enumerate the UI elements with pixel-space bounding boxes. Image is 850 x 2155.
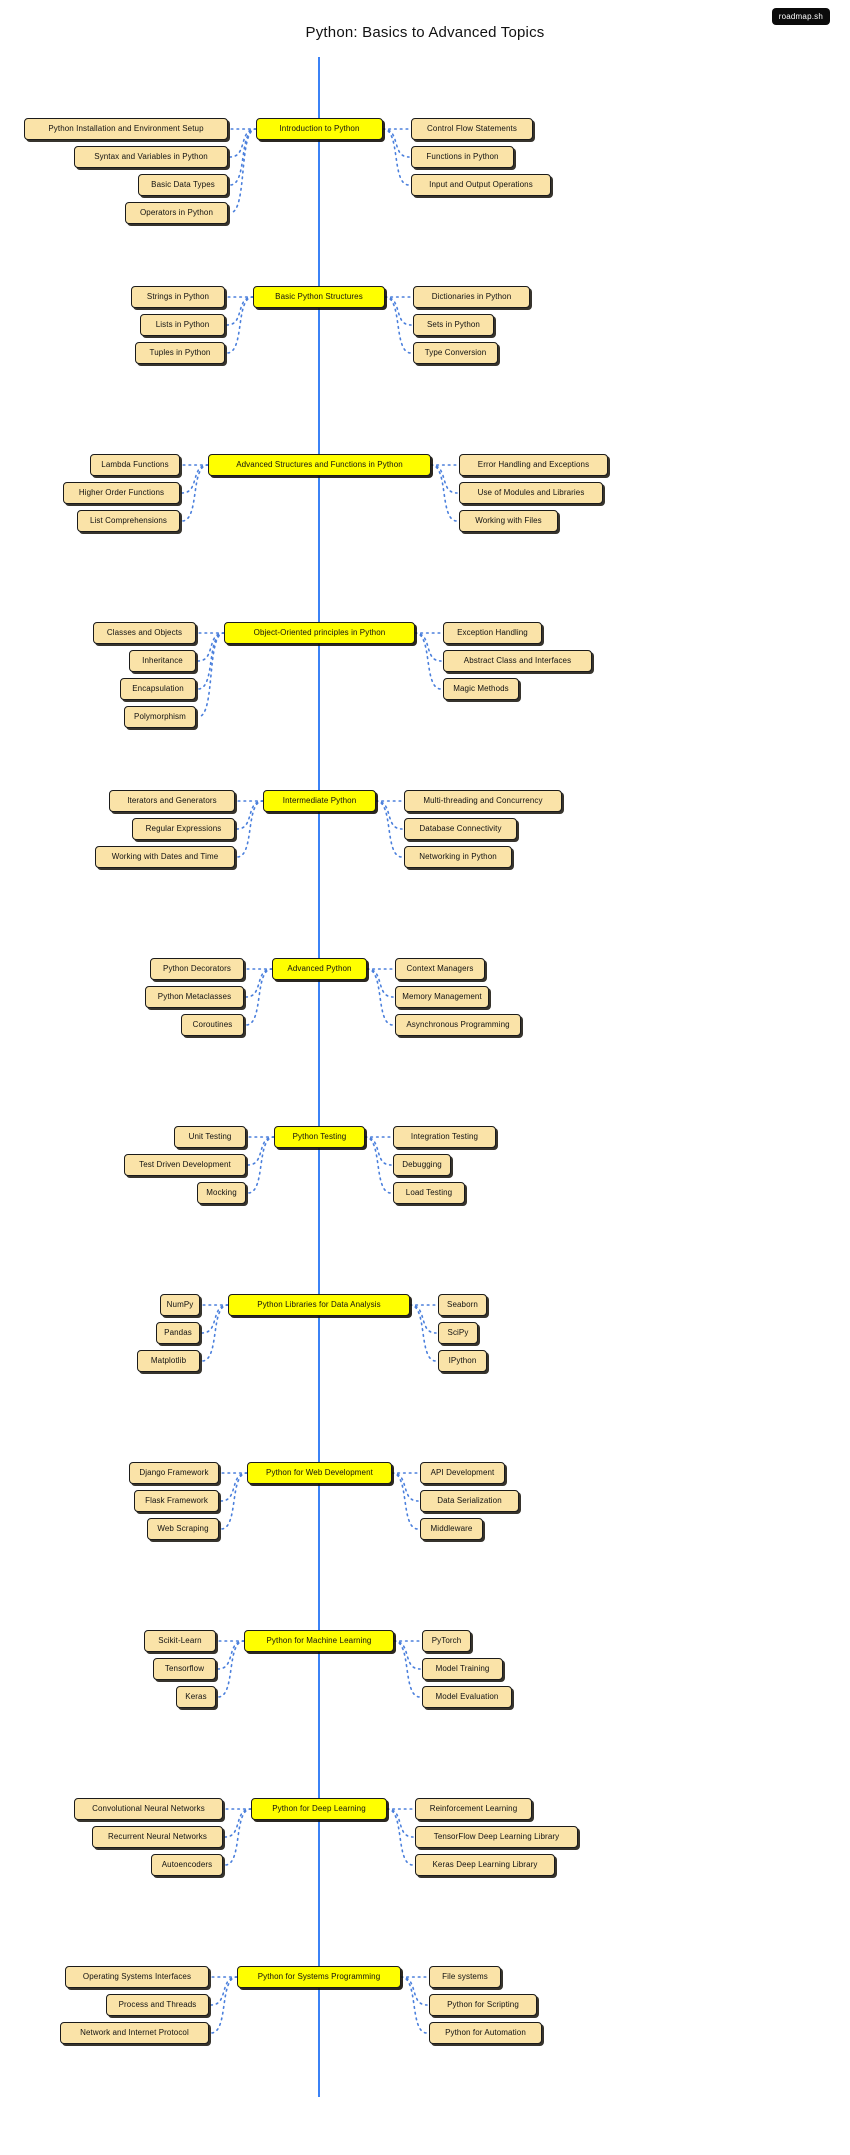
leaf-node-classes-and-objects[interactable]: Classes and Objects bbox=[93, 622, 196, 644]
root-node-basic-python-structures[interactable]: Basic Python Structures bbox=[253, 286, 385, 308]
leaf-node-python-metaclasses[interactable]: Python Metaclasses bbox=[145, 986, 244, 1008]
leaf-node-recurrent-neural-networks[interactable]: Recurrent Neural Networks bbox=[92, 1826, 223, 1848]
leaf-node-python-decorators[interactable]: Python Decorators bbox=[150, 958, 244, 980]
leaf-node-mocking[interactable]: Mocking bbox=[197, 1182, 246, 1204]
leaf-node-inheritance[interactable]: Inheritance bbox=[129, 650, 196, 672]
leaf-node-regular-expressions[interactable]: Regular Expressions bbox=[132, 818, 235, 840]
leaf-node-higher-order-functions[interactable]: Higher Order Functions bbox=[63, 482, 180, 504]
leaf-node-web-scraping[interactable]: Web Scraping bbox=[147, 1518, 219, 1540]
leaf-node-keras-deep-learning-library[interactable]: Keras Deep Learning Library bbox=[415, 1854, 555, 1876]
leaf-node-lists-in-python[interactable]: Lists in Python bbox=[140, 314, 225, 336]
leaf-node-django-framework[interactable]: Django Framework bbox=[129, 1462, 219, 1484]
leaf-node-model-evaluation[interactable]: Model Evaluation bbox=[422, 1686, 512, 1708]
root-node-python-for-web-development[interactable]: Python for Web Development bbox=[247, 1462, 392, 1484]
root-node-advanced-structures-and-functions-in-python[interactable]: Advanced Structures and Functions in Pyt… bbox=[208, 454, 431, 476]
leaf-node-asynchronous-programming[interactable]: Asynchronous Programming bbox=[395, 1014, 521, 1036]
leaf-node-iterators-and-generators[interactable]: Iterators and Generators bbox=[109, 790, 235, 812]
leaf-node-functions-in-python[interactable]: Functions in Python bbox=[411, 146, 514, 168]
leaf-node-test-driven-development[interactable]: Test Driven Development bbox=[124, 1154, 246, 1176]
leaf-node-file-systems[interactable]: File systems bbox=[429, 1966, 501, 1988]
leaf-node-dictionaries-in-python[interactable]: Dictionaries in Python bbox=[413, 286, 530, 308]
leaf-node-tensorflow[interactable]: Tensorflow bbox=[153, 1658, 216, 1680]
leaf-node-syntax-and-variables-in-python[interactable]: Syntax and Variables in Python bbox=[74, 146, 228, 168]
leaf-node-sets-in-python[interactable]: Sets in Python bbox=[413, 314, 494, 336]
leaf-node-model-training[interactable]: Model Training bbox=[422, 1658, 503, 1680]
leaf-node-polymorphism[interactable]: Polymorphism bbox=[124, 706, 196, 728]
leaf-node-context-managers[interactable]: Context Managers bbox=[395, 958, 485, 980]
leaf-node-networking-in-python[interactable]: Networking in Python bbox=[404, 846, 512, 868]
leaf-node-pandas[interactable]: Pandas bbox=[156, 1322, 200, 1344]
root-node-python-for-machine-learning[interactable]: Python for Machine Learning bbox=[244, 1630, 394, 1652]
leaf-node-python-installation-and-environment-setup[interactable]: Python Installation and Environment Setu… bbox=[24, 118, 228, 140]
leaf-node-debugging[interactable]: Debugging bbox=[393, 1154, 451, 1176]
leaf-node-coroutines[interactable]: Coroutines bbox=[181, 1014, 244, 1036]
leaf-node-unit-testing[interactable]: Unit Testing bbox=[174, 1126, 246, 1148]
root-node-introduction-to-python[interactable]: Introduction to Python bbox=[256, 118, 383, 140]
leaf-node-input-and-output-operations[interactable]: Input and Output Operations bbox=[411, 174, 551, 196]
leaf-node-seaborn[interactable]: Seaborn bbox=[438, 1294, 487, 1316]
leaf-node-working-with-dates-and-time[interactable]: Working with Dates and Time bbox=[95, 846, 235, 868]
leaf-node-abstract-class-and-interfaces[interactable]: Abstract Class and Interfaces bbox=[443, 650, 592, 672]
leaf-node-list-comprehensions[interactable]: List Comprehensions bbox=[77, 510, 180, 532]
leaf-node-operators-in-python[interactable]: Operators in Python bbox=[125, 202, 228, 224]
leaf-node-tensorflow-deep-learning-library[interactable]: TensorFlow Deep Learning Library bbox=[415, 1826, 578, 1848]
leaf-node-magic-methods[interactable]: Magic Methods bbox=[443, 678, 519, 700]
leaf-node-process-and-threads[interactable]: Process and Threads bbox=[106, 1994, 209, 2016]
leaf-node-reinforcement-learning[interactable]: Reinforcement Learning bbox=[415, 1798, 532, 1820]
leaf-node-scipy[interactable]: SciPy bbox=[438, 1322, 478, 1344]
leaf-node-control-flow-statements[interactable]: Control Flow Statements bbox=[411, 118, 533, 140]
leaf-node-type-conversion[interactable]: Type Conversion bbox=[413, 342, 498, 364]
leaf-node-flask-framework[interactable]: Flask Framework bbox=[134, 1490, 219, 1512]
leaf-node-autoencoders[interactable]: Autoencoders bbox=[151, 1854, 223, 1876]
leaf-node-tuples-in-python[interactable]: Tuples in Python bbox=[135, 342, 225, 364]
leaf-node-multi-threading-and-concurrency[interactable]: Multi-threading and Concurrency bbox=[404, 790, 562, 812]
leaf-node-api-development[interactable]: API Development bbox=[420, 1462, 505, 1484]
leaf-node-memory-management[interactable]: Memory Management bbox=[395, 986, 489, 1008]
leaf-node-network-and-internet-protocol[interactable]: Network and Internet Protocol bbox=[60, 2022, 209, 2044]
leaf-node-error-handling-and-exceptions[interactable]: Error Handling and Exceptions bbox=[459, 454, 608, 476]
leaf-node-basic-data-types[interactable]: Basic Data Types bbox=[138, 174, 228, 196]
leaf-node-database-connectivity[interactable]: Database Connectivity bbox=[404, 818, 517, 840]
leaf-node-integration-testing[interactable]: Integration Testing bbox=[393, 1126, 496, 1148]
leaf-node-data-serialization[interactable]: Data Serialization bbox=[420, 1490, 519, 1512]
root-node-python-for-systems-programming[interactable]: Python for Systems Programming bbox=[237, 1966, 401, 1988]
leaf-node-lambda-functions[interactable]: Lambda Functions bbox=[90, 454, 180, 476]
root-node-python-for-deep-learning[interactable]: Python for Deep Learning bbox=[251, 1798, 387, 1820]
leaf-node-strings-in-python[interactable]: Strings in Python bbox=[131, 286, 225, 308]
leaf-node-pytorch[interactable]: PyTorch bbox=[422, 1630, 471, 1652]
leaf-node-numpy[interactable]: NumPy bbox=[160, 1294, 200, 1316]
central-spine bbox=[318, 57, 320, 2097]
leaf-node-scikit-learn[interactable]: Scikit-Learn bbox=[144, 1630, 216, 1652]
root-node-intermediate-python[interactable]: Intermediate Python bbox=[263, 790, 376, 812]
leaf-node-python-for-automation[interactable]: Python for Automation bbox=[429, 2022, 542, 2044]
leaf-node-matplotlib[interactable]: Matplotlib bbox=[137, 1350, 200, 1372]
leaf-node-working-with-files[interactable]: Working with Files bbox=[459, 510, 558, 532]
leaf-node-encapsulation[interactable]: Encapsulation bbox=[120, 678, 196, 700]
leaf-node-load-testing[interactable]: Load Testing bbox=[393, 1182, 465, 1204]
leaf-node-convolutional-neural-networks[interactable]: Convolutional Neural Networks bbox=[74, 1798, 223, 1820]
root-node-python-testing[interactable]: Python Testing bbox=[274, 1126, 365, 1148]
leaf-node-middleware[interactable]: Middleware bbox=[420, 1518, 483, 1540]
leaf-node-use-of-modules-and-libraries[interactable]: Use of Modules and Libraries bbox=[459, 482, 603, 504]
root-node-object-oriented-principles-in-python[interactable]: Object-Oriented principles in Python bbox=[224, 622, 415, 644]
page-title: Python: Basics to Advanced Topics bbox=[305, 24, 545, 41]
leaf-node-keras[interactable]: Keras bbox=[176, 1686, 216, 1708]
leaf-node-ipython[interactable]: IPython bbox=[438, 1350, 487, 1372]
leaf-node-python-for-scripting[interactable]: Python for Scripting bbox=[429, 1994, 537, 2016]
leaf-node-operating-systems-interfaces[interactable]: Operating Systems Interfaces bbox=[65, 1966, 209, 1988]
roadmap-sh-badge[interactable]: roadmap.sh bbox=[771, 8, 830, 25]
root-node-python-libraries-for-data-analysis[interactable]: Python Libraries for Data Analysis bbox=[228, 1294, 410, 1316]
root-node-advanced-python[interactable]: Advanced Python bbox=[272, 958, 367, 980]
leaf-node-exception-handling[interactable]: Exception Handling bbox=[443, 622, 542, 644]
